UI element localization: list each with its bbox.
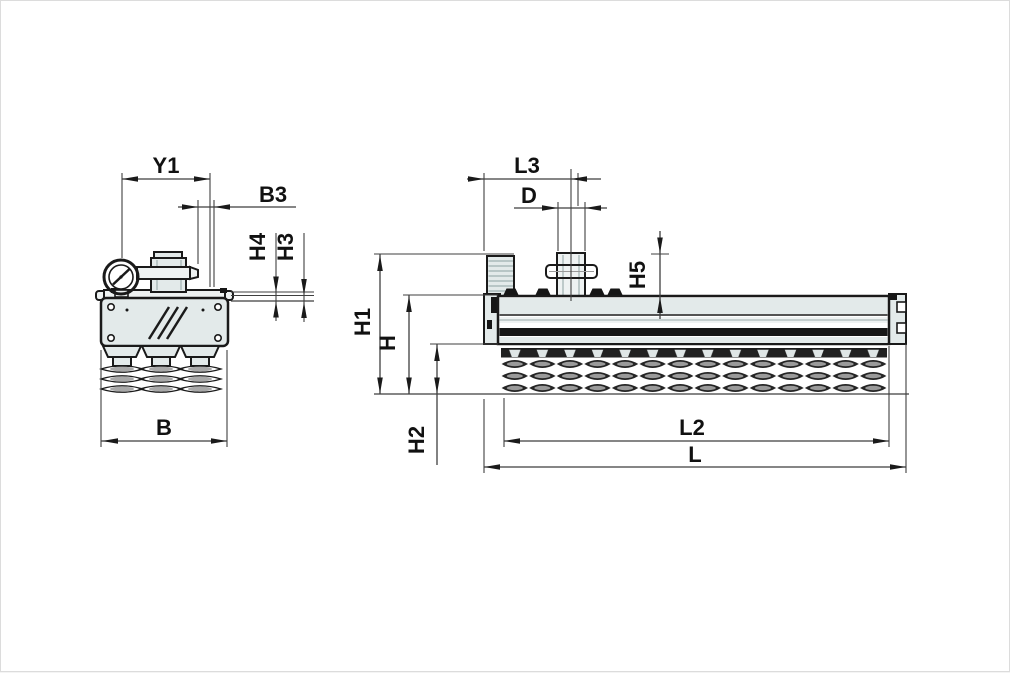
- dim-label-l3: L3: [514, 153, 540, 178]
- end-cap-notch: [487, 320, 492, 329]
- body-band-top: [499, 298, 888, 314]
- dim-label-l: L: [688, 442, 701, 467]
- wedge: [535, 288, 551, 296]
- dim-y1: Y1: [121, 153, 211, 287]
- arrowhead: [182, 204, 198, 210]
- arrowhead: [301, 279, 307, 295]
- body-band-bottom: [499, 337, 888, 343]
- dim-d: D: [514, 183, 607, 251]
- hatch-marks: [147, 306, 189, 340]
- dim-label-b: B: [156, 415, 172, 440]
- arrowhead: [585, 205, 601, 211]
- dim-h1: H1: [350, 254, 383, 394]
- arrowhead: [214, 204, 230, 210]
- dim-h2: H2: [404, 344, 440, 465]
- dim-label-h2: H2: [404, 426, 429, 454]
- pin-mark: [201, 308, 205, 312]
- arrowhead: [571, 176, 587, 182]
- arrowhead: [102, 438, 118, 444]
- arrowhead: [377, 255, 383, 271]
- side-view: H1 H H2 H5: [350, 153, 909, 473]
- arrowhead: [434, 377, 440, 394]
- arrowhead: [873, 438, 889, 444]
- gripper-body-side: [496, 294, 891, 346]
- latch-hook-right: [220, 288, 227, 293]
- dim-label-h1: H1: [350, 308, 375, 336]
- corner-screw-icon: [214, 333, 223, 342]
- arrowhead: [122, 176, 138, 182]
- dim-label-h: H: [375, 335, 400, 351]
- dim-label-d: D: [521, 183, 537, 208]
- arrowhead: [657, 237, 663, 254]
- dim-label-h5: H5: [625, 261, 650, 289]
- end-cap-notch: [896, 322, 907, 334]
- arrowhead: [273, 301, 279, 318]
- arrowhead: [377, 377, 383, 394]
- wedge: [589, 288, 605, 296]
- dim-h5: H5: [625, 231, 663, 319]
- silencer-ribs: [488, 260, 513, 292]
- dim-label-l2: L2: [679, 415, 705, 440]
- arrowhead: [504, 438, 520, 444]
- dim-b3: B3: [178, 182, 296, 287]
- dim-label-y1: Y1: [153, 153, 180, 178]
- dim-h: H: [375, 295, 412, 394]
- suction-cups-front: [100, 345, 222, 394]
- body-seal-strip: [499, 328, 888, 336]
- end-cap-tab: [889, 294, 897, 300]
- dim-l: L: [483, 344, 907, 473]
- dim-h4-h3: H4 H3: [231, 232, 314, 322]
- arrowhead: [211, 438, 227, 444]
- dim-l3: L3: [467, 153, 601, 301]
- arrowhead: [434, 345, 440, 361]
- barb-tube: [136, 266, 191, 280]
- end-cap-right: [888, 293, 907, 345]
- arrowhead: [484, 464, 500, 470]
- corner-screw-icon: [214, 302, 223, 311]
- gauge-center: [119, 275, 123, 279]
- end-cap-notch: [896, 301, 907, 313]
- dim-label-h3: H3: [273, 233, 298, 261]
- mounting-wedges: [503, 288, 623, 296]
- corner-screw-icon: [107, 302, 116, 311]
- gauge-ring: [102, 258, 140, 296]
- arrowhead: [406, 377, 412, 394]
- wedge: [503, 288, 519, 296]
- arrowhead: [301, 302, 307, 318]
- pin-mark: [125, 308, 129, 312]
- arrowhead: [194, 176, 210, 182]
- front-view: Y1 B3 H4 H3: [95, 153, 314, 447]
- arrowhead: [468, 176, 484, 182]
- suction-cups-side: [501, 348, 887, 394]
- dim-b: B: [100, 350, 228, 447]
- arrowhead: [890, 464, 906, 470]
- wedge: [607, 288, 623, 296]
- arrowhead: [657, 297, 663, 313]
- bellows-row: [501, 348, 887, 394]
- corner-screw-icon: [107, 333, 116, 342]
- dim-l2: L2: [503, 346, 890, 447]
- vacuum-gauge: [102, 258, 140, 298]
- end-cap-notch: [491, 297, 498, 313]
- arrowhead: [542, 205, 558, 211]
- dim-label-h4: H4: [245, 232, 270, 261]
- dim-label-b3: B3: [259, 182, 287, 207]
- barb-tip: [189, 265, 199, 281]
- gripper-body-front: [99, 296, 230, 348]
- arrowhead: [406, 296, 412, 312]
- arrowhead: [273, 276, 279, 293]
